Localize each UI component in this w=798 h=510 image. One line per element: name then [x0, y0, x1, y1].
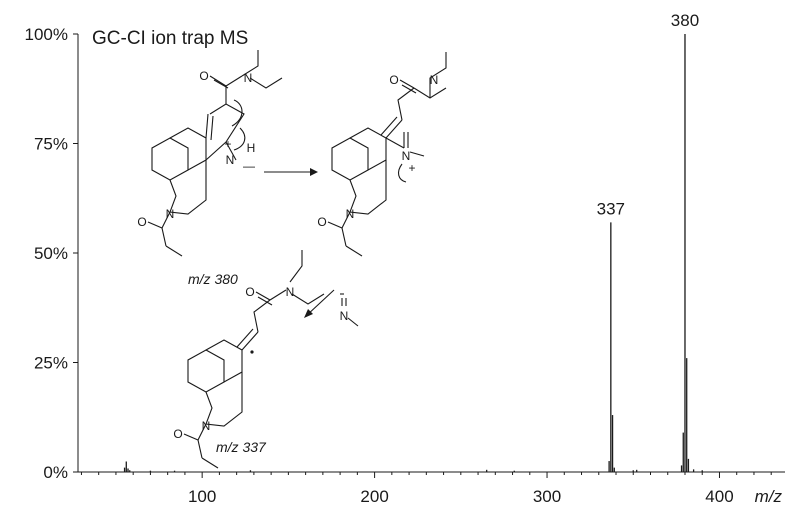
atom-o-acyl: O	[137, 215, 146, 229]
precursor-label: m/z 380	[188, 271, 238, 287]
reaction-arrow-right	[264, 168, 318, 176]
x-tick-label: 200	[360, 487, 388, 506]
fragmentation-scheme: O N H + N — N O m/z 380	[137, 50, 447, 469]
x-minor-ticks	[80, 472, 772, 478]
atom-n-indole-2: N	[346, 207, 355, 221]
atom-o-carbonyl: O	[199, 69, 208, 83]
y-tick-label: 75%	[34, 135, 68, 154]
atom-plus: +	[224, 137, 231, 151]
product-structure: O N N O m/z 337	[173, 250, 325, 469]
atom-o-carbonyl-2: O	[389, 73, 398, 87]
spectrum-peaks	[123, 34, 703, 472]
y-tick-label: 100%	[25, 25, 68, 44]
atom-n-ring: N	[226, 153, 235, 167]
y-tick-label: 50%	[34, 244, 68, 263]
y-tick-label: 0%	[43, 463, 68, 482]
precursor-structure: O N H + N — N O m/z 380	[137, 50, 283, 287]
axes	[77, 34, 785, 473]
atom-plus-2: +	[408, 161, 415, 175]
y-tick-label: 25%	[34, 354, 68, 373]
product-label: m/z 337	[216, 439, 267, 455]
peak-label: 380	[671, 11, 699, 30]
atom-n-indole-3: N	[202, 419, 211, 433]
atom-o-carbonyl-3: O	[245, 285, 254, 299]
intermediate-structure: O N N + N O	[317, 52, 447, 257]
atom-o-acyl-3: O	[173, 427, 182, 441]
atom-n-amide: N	[244, 71, 253, 85]
y-ticks: 0% 25% 50% 75% 100%	[25, 25, 78, 482]
atom-n-amide-2: N	[430, 73, 439, 87]
x-axis-label: m/z	[755, 487, 783, 506]
atom-n-indole: N	[166, 207, 175, 221]
atom-n-amide-3: N	[286, 285, 295, 299]
chart-title: GC-CI ion trap MS	[92, 28, 248, 49]
atom-o-acyl-2: O	[317, 215, 326, 229]
atom-n-iminium: N	[402, 149, 411, 163]
peak-label: 337	[597, 199, 625, 218]
reaction-arrow-loss: N	[304, 289, 359, 327]
x-tick-label: 300	[533, 487, 561, 506]
x-tick-label: 100	[188, 487, 216, 506]
x-ticks: 100 200 300 400	[188, 487, 734, 506]
atom-h: H	[247, 141, 256, 155]
peak-labels: 337 380	[597, 11, 700, 218]
atom-n-loss: N	[340, 309, 349, 323]
x-tick-label: 400	[705, 487, 733, 506]
atom-me: —	[243, 159, 255, 173]
